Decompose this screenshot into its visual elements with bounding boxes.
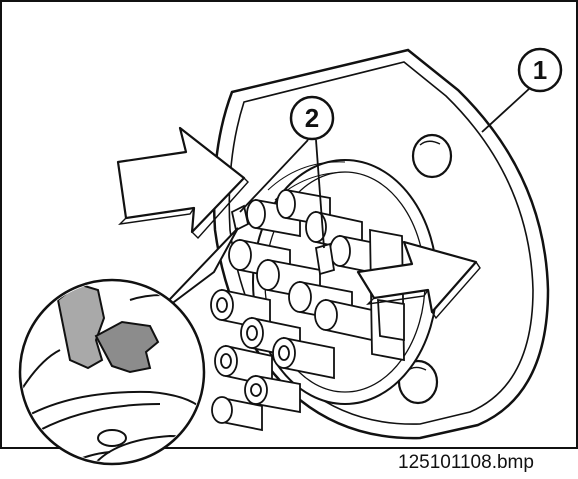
callout-1-label: 1 <box>533 55 547 85</box>
flange-hole-top <box>411 133 453 179</box>
callout-2: 2 <box>239 95 335 249</box>
callout-2-label: 2 <box>305 103 319 133</box>
pin-cylinder <box>211 396 263 432</box>
pin-locking-clips <box>230 204 336 276</box>
contact-pin-block <box>210 188 405 432</box>
pull-arrow-right <box>356 240 481 320</box>
pin-cylinder <box>272 336 335 380</box>
callout-1: 1 <box>481 47 563 133</box>
pin-cylinder <box>244 374 301 414</box>
figure-border <box>0 0 578 449</box>
detail-magnifier <box>18 227 239 466</box>
push-arrow-left <box>116 126 249 240</box>
figure-filename: 125101108.bmp <box>398 452 534 473</box>
